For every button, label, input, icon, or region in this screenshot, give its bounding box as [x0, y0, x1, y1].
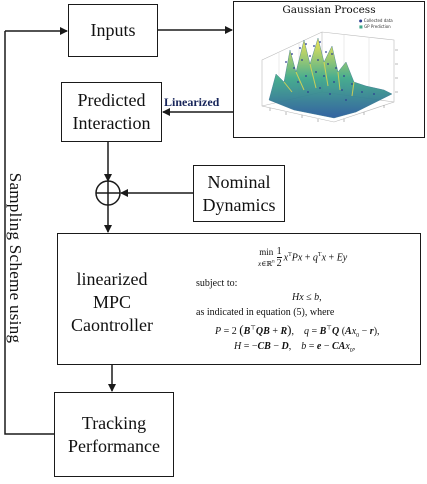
gp-title: Gaussian Process: [282, 4, 376, 16]
nominal-dynamics-box: Nominal Dynamics: [193, 165, 285, 222]
predicted-label-line2: Interaction: [72, 113, 151, 133]
eq-subject-to: subject to:: [196, 278, 238, 289]
gp-surface: [268, 37, 393, 119]
mpc-title-line3: Caontroller: [71, 315, 153, 335]
gp-legend-data: Collected data: [363, 18, 393, 23]
predicted-interaction-box: Predicted Interaction: [61, 82, 162, 142]
eq-definitions-2: H = −CB − D, b = e − CAx0,: [234, 341, 356, 354]
tracking-label-line1: Tracking: [81, 412, 147, 433]
gp-legend: ● Collected data ■ GP Prediction: [359, 18, 393, 30]
edge-feedback-loop: [4, 31, 54, 435]
nominal-label-line2: Dynamics: [202, 194, 276, 215]
nominal-label-line1: Nominal: [207, 171, 271, 192]
mpc-controller-title: linearized MPC Caontroller: [62, 268, 162, 337]
tracking-performance-box: Tracking Performance: [54, 392, 174, 477]
gaussian-process-panel: Gaussian Process ● Collected data ■ GP P…: [233, 1, 425, 138]
gp-legend-pred: GP Prediction: [364, 24, 391, 29]
inputs-box: Inputs: [68, 4, 158, 57]
gp-data-points: [285, 41, 375, 101]
mpc-title-line2: MPC: [92, 292, 132, 312]
inputs-label: Inputs: [90, 20, 136, 40]
eq-definitions-1: P = 2 (B⊤QB + R), q = B⊤Q (Ax0 − r),: [215, 322, 380, 339]
gp-surface-ridge: [283, 61, 355, 97]
sampling-scheme-label: Sampling Scheme using: [6, 172, 25, 344]
predicted-label-line1: Predicted: [77, 90, 146, 110]
summing-junction: [95, 180, 121, 206]
eq-constraint: Hx ≤ b,: [292, 292, 322, 303]
mpc-title-line1: linearized: [76, 269, 148, 289]
mpc-controller-box: [57, 233, 421, 365]
linearized-edge-label: Linearized: [164, 95, 220, 109]
gp-surface-plot: [261, 31, 398, 123]
gp-legend-marker-pred: ■: [359, 24, 363, 29]
eq-as-indicated: as indicated in equation (5), where: [196, 307, 335, 318]
gp-legend-marker-data: ●: [359, 18, 363, 23]
gp-axis-ticks: [269, 49, 398, 122]
tracking-label-line2: Performance: [68, 435, 160, 456]
